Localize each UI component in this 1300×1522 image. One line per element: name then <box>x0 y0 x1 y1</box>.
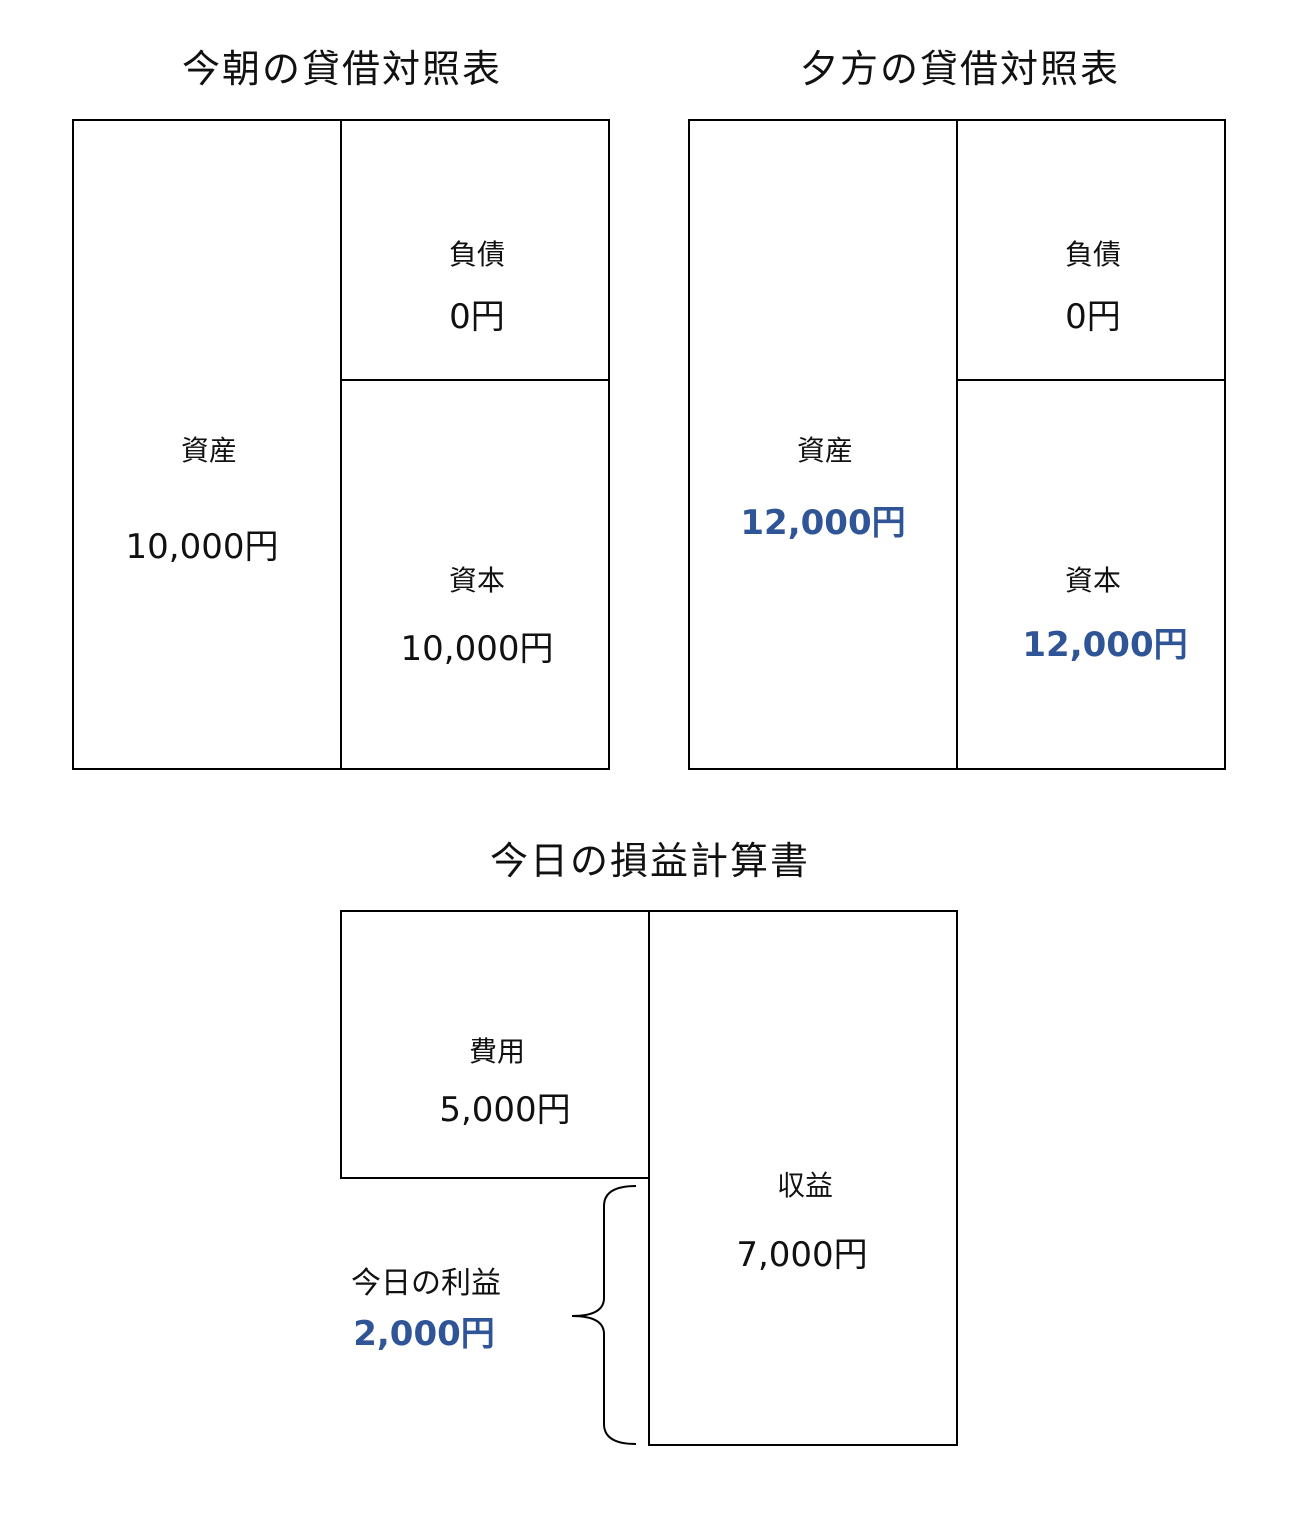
income-statement-title: 今日の損益計算書 <box>490 839 811 883</box>
evening-capital-value: 12,000円 <box>1022 625 1188 665</box>
evening-assets-box: 資産 12,000円 <box>688 119 958 770</box>
morning-assets-label: 資産 <box>180 434 238 467</box>
morning-assets-value: 10,000円 <box>125 527 279 567</box>
expenses-value: 5,000円 <box>439 1090 571 1130</box>
evening-capital-label: 資本 <box>1064 564 1122 597</box>
morning-capital-box: 資本 10,000円 <box>340 379 610 770</box>
expenses-label: 費用 <box>468 1035 526 1068</box>
evening-capital-box: 資本 12,000円 <box>956 379 1226 770</box>
evening-assets-label: 資産 <box>796 434 854 467</box>
evening-liabilities-box: 負債 0円 <box>956 119 1226 381</box>
morning-liabilities-box: 負債 0円 <box>340 119 610 381</box>
evening-assets-value: 12,000円 <box>740 503 906 543</box>
expenses-box: 費用 5,000円 <box>340 910 651 1179</box>
morning-bs-title: 今朝の貸借対照表 <box>182 47 503 91</box>
revenue-value: 7,000円 <box>736 1235 868 1275</box>
revenue-label: 収益 <box>776 1169 834 1202</box>
evening-liabilities-value: 0円 <box>1065 297 1121 337</box>
profit-value: 2,000円 <box>353 1314 495 1354</box>
morning-liabilities-value: 0円 <box>449 297 505 337</box>
morning-assets-box: 資産 10,000円 <box>72 119 342 770</box>
revenue-box: 収益 7,000円 <box>648 910 958 1446</box>
profit-brace-icon <box>571 1185 637 1445</box>
profit-label: 今日の利益 <box>351 1266 501 1301</box>
evening-bs-title: 夕方の貸借対照表 <box>800 47 1121 91</box>
morning-capital-value: 10,000円 <box>400 629 554 669</box>
morning-capital-label: 資本 <box>448 564 506 597</box>
morning-liabilities-label: 負債 <box>448 238 506 271</box>
evening-liabilities-label: 負債 <box>1064 238 1122 271</box>
